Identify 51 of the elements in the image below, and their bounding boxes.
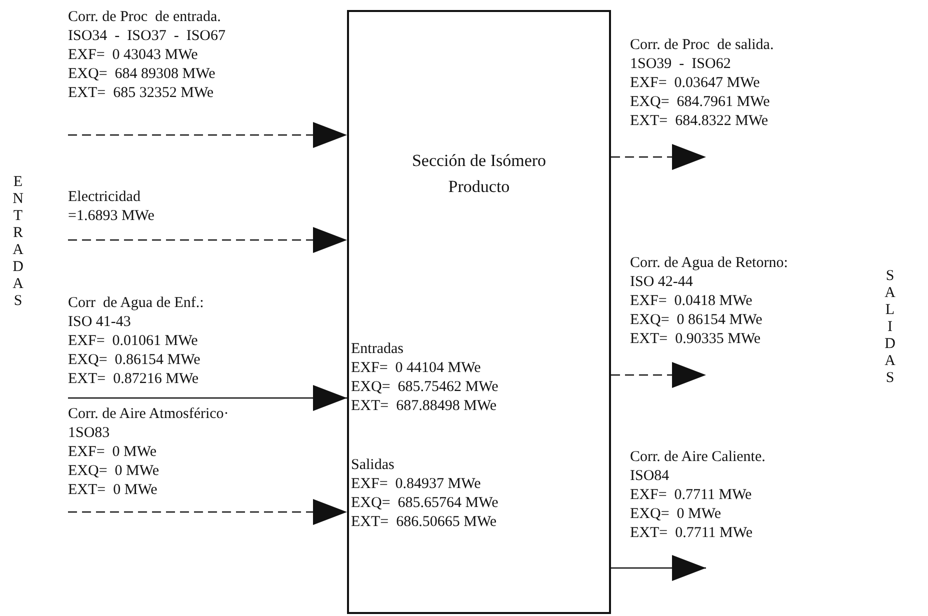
- stream-text: Electricidad: [68, 188, 142, 207]
- stream-text: EXT= 687.88498 MWe: [351, 397, 498, 416]
- side-label: SALIDAS: [884, 268, 904, 387]
- box-title: Sección de Isómero Producto: [410, 150, 548, 198]
- arrow: [68, 122, 347, 148]
- stream-text: EXT= 0.87216 MWe: [68, 370, 200, 389]
- stream-text: =1.6893 MWe: [68, 207, 156, 226]
- stream-text: EXT= 0 MWe: [68, 481, 158, 500]
- process-box: [347, 10, 611, 614]
- stream-text: EXF= 0.84937 MWe: [351, 475, 482, 494]
- stream-text: EXQ= 684.7961 MWe: [630, 93, 771, 112]
- stream-text: EXQ= 0 86154 MWe: [630, 311, 764, 330]
- stream-text: EXF= 0.01061 MWe: [68, 332, 199, 351]
- stream-text: ISO84: [630, 467, 670, 486]
- stream-text: EXF= 0.0418 MWe: [630, 292, 754, 311]
- stream-text: ISO 42-44: [630, 273, 694, 292]
- stream-text: ISO34 - ISO37 - ISO67: [68, 27, 226, 46]
- stream-text: EXF= 0.7711 MWe: [630, 486, 753, 505]
- stream-text: EXQ= 0 MWe: [630, 505, 722, 524]
- stream-text: EXT= 684.8322 MWe: [630, 112, 770, 131]
- stream-text: EXT= 0.90335 MWe: [630, 330, 762, 349]
- stream-text: 1SO83: [68, 424, 111, 443]
- stream-text: Corr. de Proc de salida.: [630, 36, 775, 55]
- stream-text: Entradas: [351, 340, 404, 359]
- stream-text: 1SO39 - ISO62: [630, 55, 732, 74]
- arrow: [611, 555, 706, 581]
- stream-text: EXF= 0.03647 MWe: [630, 74, 761, 93]
- stream-text: EXQ= 685.75462 MWe: [351, 378, 498, 397]
- arrow: [611, 144, 706, 170]
- stream-text: Corr. de Aire Atmosférico·: [68, 405, 230, 424]
- arrow: [68, 385, 347, 411]
- stream-text: EXQ= 0.86154 MWe: [68, 351, 202, 370]
- arrow: [68, 499, 347, 525]
- stream-text: EXF= 0 MWe: [68, 443, 158, 462]
- stream-text: EXF= 0 44104 MWe: [351, 359, 482, 378]
- stream-text: ISO 41-43: [68, 313, 132, 332]
- arrow: [68, 227, 347, 253]
- stream-text: Corr. de Agua de Retorno:: [630, 254, 789, 273]
- stream-text: EXQ= 685.65764 MWe: [351, 494, 498, 513]
- stream-text: Corr. de Proc de entrada.: [68, 8, 222, 27]
- stream-text: EXT= 686.50665 MWe: [351, 513, 498, 532]
- stream-text: EXQ= 0 MWe: [68, 462, 160, 481]
- stream-text: EXT= 0.7711 MWe: [630, 524, 754, 543]
- arrow: [611, 362, 706, 388]
- stream-text: EXQ= 684 89308 MWe: [68, 65, 216, 84]
- side-label: ENTRADAS: [12, 174, 32, 310]
- stream-text: EXT= 685 32352 MWe: [68, 84, 215, 103]
- stream-text: Corr. de Aire Caliente.: [630, 448, 766, 467]
- stream-text: Salidas: [351, 456, 396, 475]
- stream-text: Corr de Agua de Enf.:: [68, 294, 205, 313]
- stream-text: EXF= 0 43043 MWe: [68, 46, 199, 65]
